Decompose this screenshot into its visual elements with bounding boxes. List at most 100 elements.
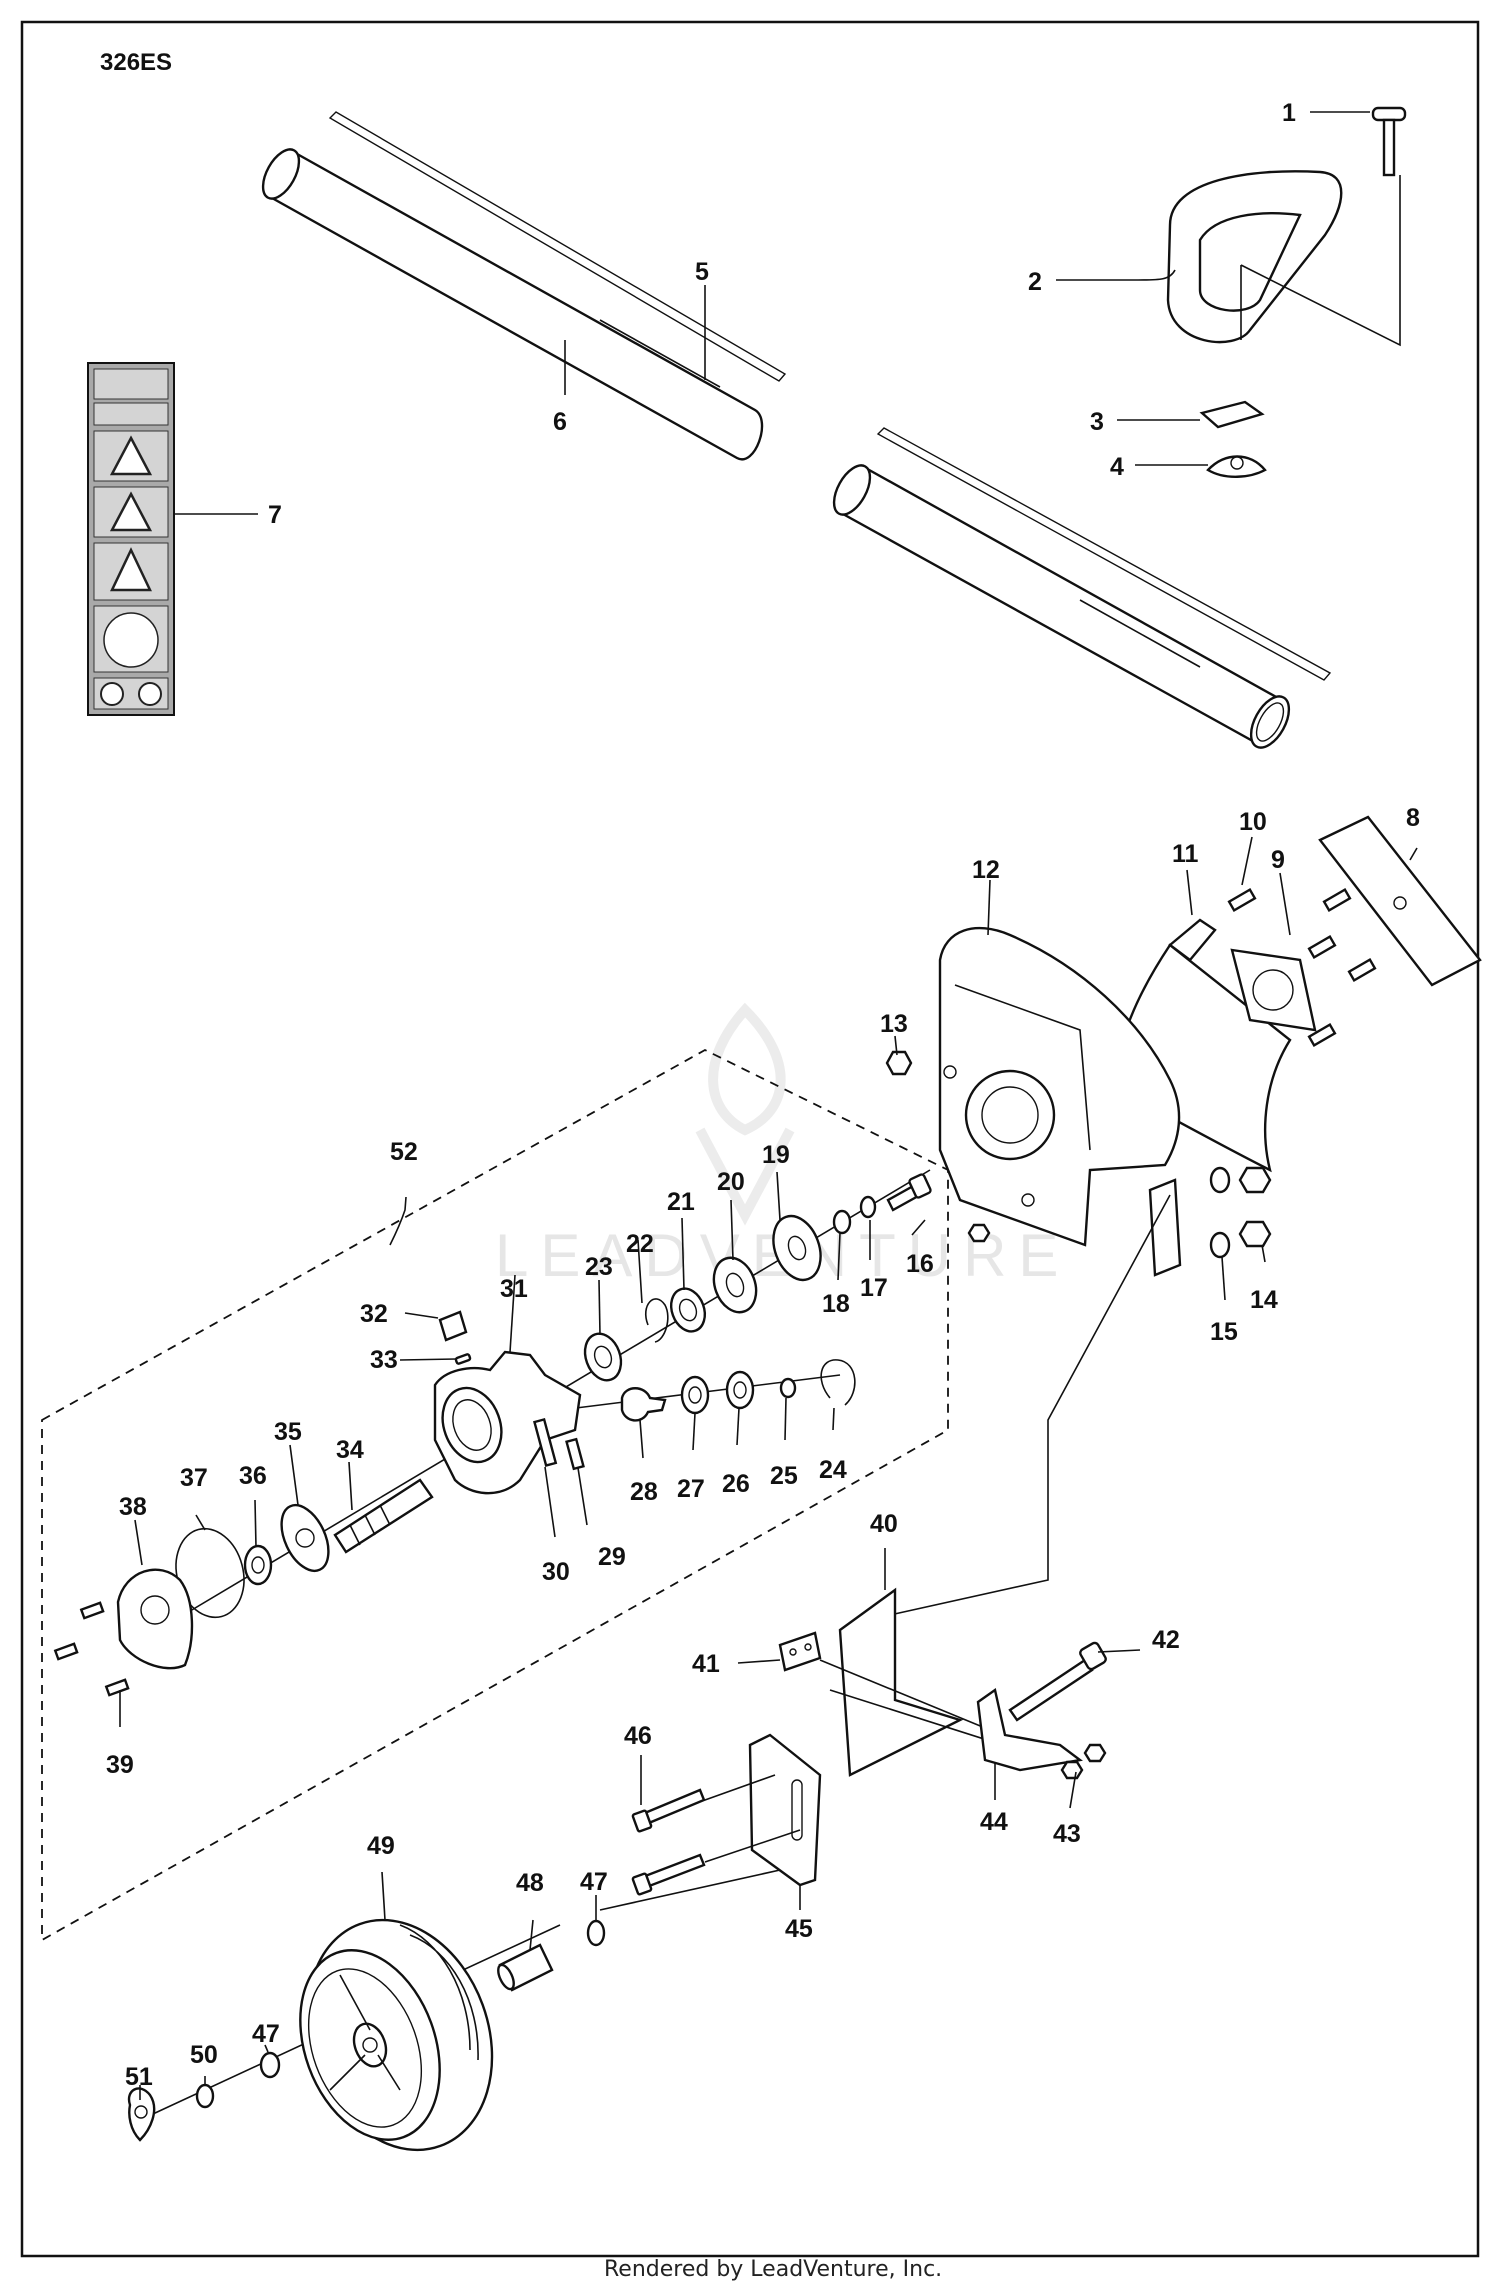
- part-label: 39: [106, 1751, 134, 1779]
- part-label: 36: [239, 1462, 267, 1490]
- nut-13: [885, 1050, 913, 1076]
- warning-decal: [87, 362, 175, 716]
- washer-47-upper: [586, 1919, 606, 1947]
- guard-bracket: [1116, 918, 1292, 1173]
- part-label: 49: [367, 1832, 395, 1860]
- part-label: 27: [677, 1475, 705, 1503]
- part-label: 23: [585, 1253, 613, 1281]
- bearing-36: [243, 1544, 273, 1586]
- part-label: 26: [722, 1470, 750, 1498]
- part-label: 12: [972, 856, 1000, 884]
- washer-50: [195, 2083, 215, 2109]
- depth-plate-40: [838, 1587, 964, 1777]
- part-label: 50: [190, 2041, 218, 2069]
- gear-housing-31: [433, 1350, 582, 1495]
- pin-33: [454, 1353, 472, 1365]
- gear-35: [280, 1503, 330, 1573]
- shaft-tube-upper: [261, 148, 764, 461]
- part-label: 6: [553, 408, 567, 436]
- part-label: 51: [125, 2063, 153, 2091]
- handle-clamp: [1199, 400, 1265, 429]
- footer-credit: Rendered by LeadVenture, Inc.: [604, 2257, 942, 2281]
- part-label: 43: [1053, 1820, 1081, 1848]
- page-title: 326ES: [100, 49, 172, 76]
- bushing-21: [669, 1287, 707, 1333]
- gearbox-assembly-outline: [41, 1048, 949, 1942]
- part-label: 22: [626, 1230, 654, 1258]
- part-label: 21: [667, 1188, 695, 1216]
- part-label: 4: [1110, 453, 1124, 481]
- part-label: 40: [870, 1510, 898, 1538]
- part-label: 14: [1250, 1286, 1278, 1314]
- part-label: 29: [598, 1543, 626, 1571]
- part-label: 47: [580, 1868, 608, 1896]
- part-label: 41: [692, 1650, 720, 1678]
- wheel-49: [299, 1918, 494, 2152]
- leader-lines: [119, 111, 1418, 2100]
- washers-17-18: [832, 1195, 877, 1235]
- retaining-ring-22: [645, 1298, 669, 1343]
- part-label: 3: [1090, 408, 1104, 436]
- washers-15: [1209, 1166, 1231, 1259]
- part-label: 46: [624, 1722, 652, 1750]
- blade-plate: [1230, 948, 1317, 1032]
- part-label: 5: [695, 258, 709, 286]
- part-label: 11: [1172, 840, 1199, 868]
- spacer-20: [712, 1256, 758, 1314]
- pinion-28: [620, 1387, 667, 1422]
- bolt-1: [1371, 106, 1407, 177]
- wing-nut-51: [127, 2087, 156, 2142]
- output-shaft-34: [333, 1478, 434, 1554]
- part-label: 31: [500, 1275, 528, 1303]
- loop-handle: [1166, 170, 1343, 344]
- bearing-26: [725, 1370, 755, 1410]
- part-label: 38: [119, 1493, 147, 1521]
- bolt-16: [886, 1173, 932, 1212]
- part-label: 47: [252, 2020, 280, 2048]
- part-label: 8: [1406, 804, 1420, 832]
- part-label: 7: [268, 501, 282, 529]
- wheel-axis-line: [139, 1774, 801, 2121]
- part-labels: 1 2 3 4 5 6 7 8 9 10 11 12 13 14 15 16 1…: [106, 99, 1420, 2091]
- part-label: 37: [180, 1464, 208, 1492]
- part-label: 19: [762, 1141, 790, 1169]
- drive-shaft-upper: [328, 111, 787, 382]
- part-label: 44: [980, 1808, 1008, 1836]
- part-label: 52: [390, 1138, 418, 1166]
- bearing-23: [583, 1332, 623, 1382]
- gear-cover-38: [116, 1568, 194, 1670]
- part-label: 15: [1210, 1318, 1238, 1346]
- spacer-48: [497, 1943, 554, 1992]
- part-label: 18: [822, 1290, 850, 1318]
- part-label: 33: [370, 1346, 398, 1374]
- part-label: 20: [717, 1168, 745, 1196]
- wing-nut-4: [1206, 455, 1267, 478]
- screws-29-30: [533, 1417, 585, 1471]
- drive-shaft-lower: [876, 427, 1332, 681]
- diagram-border: [20, 20, 1480, 2258]
- nuts-43: [1060, 1743, 1107, 1780]
- washer-47-lower: [259, 2051, 281, 2079]
- screws-10: [1227, 888, 1377, 1047]
- edger-blade: [1318, 815, 1482, 987]
- part-label: 17: [860, 1274, 888, 1302]
- watermark-logo: [695, 1002, 795, 1226]
- wheel-bracket-45: [748, 1733, 822, 1887]
- part-label: 42: [1152, 1626, 1180, 1654]
- part-label: 2: [1028, 268, 1042, 296]
- nuts-14: [1238, 1166, 1272, 1248]
- part-label: 9: [1271, 846, 1285, 874]
- bolt-42: [1008, 1641, 1107, 1722]
- part-label: 13: [880, 1010, 908, 1038]
- flange-19: [772, 1214, 822, 1282]
- part-label: 45: [785, 1915, 813, 1943]
- bracket-44: [976, 1687, 1083, 1772]
- part-label: 25: [770, 1462, 798, 1490]
- part-label: 28: [630, 1478, 658, 1506]
- part-label: 1: [1282, 99, 1296, 127]
- part-label: 16: [906, 1250, 934, 1278]
- part-label: 34: [336, 1436, 364, 1464]
- part-label: 48: [516, 1869, 544, 1897]
- circlip-24: [820, 1359, 856, 1406]
